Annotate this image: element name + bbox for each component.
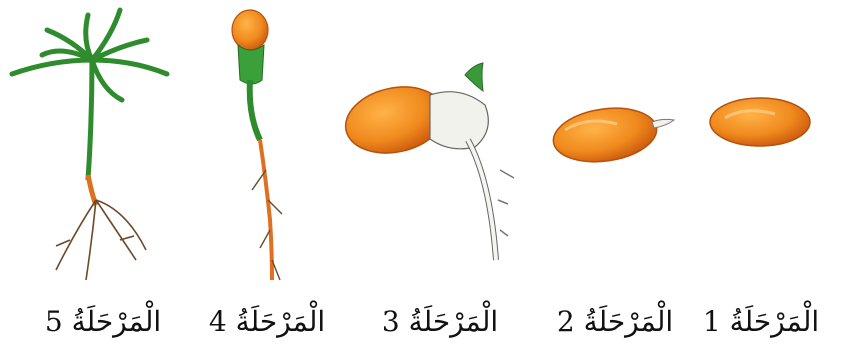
stage-4-seedling-icon (232, 10, 282, 280)
stage-2-seed-icon (550, 102, 674, 168)
stage-4-label: الْمَرْحَلَةُ 4 (192, 300, 342, 344)
stage-5-young-plant-icon (12, 10, 167, 280)
stage-3-label: الْمَرْحَلَةُ 3 (365, 300, 515, 344)
stage-3-germinating-seed-icon (339, 63, 514, 260)
stage-5-label: الْمَرْحَلَةُ 5 (28, 300, 178, 344)
stage-1-label: الْمَرْحَلَةُ 1 (686, 300, 836, 344)
stage-2-label: الْمَرْحَلَةُ 2 (540, 300, 690, 344)
stage-1-seed-icon (710, 98, 810, 146)
